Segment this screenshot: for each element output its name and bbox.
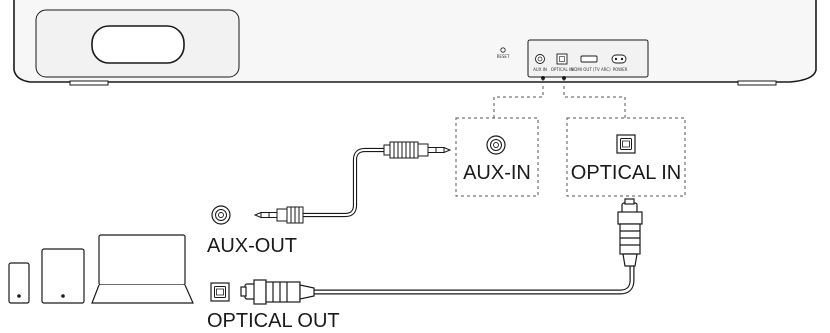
aux-out-label: AUX-OUT: [207, 235, 297, 257]
aux-cable-wire: [303, 147, 385, 218]
optical-leader-line: [563, 80, 626, 118]
optical-plug-source: [240, 279, 315, 305]
hdmi-port-icon: [580, 55, 598, 63]
soundbar-foot: [69, 80, 109, 86]
optical-in-callout-box: [566, 117, 686, 197]
optical-out-label: OPTICAL OUT: [207, 310, 340, 332]
aux-in-label: AUX-IN: [463, 162, 531, 184]
optical-in-label: OPTICAL IN: [571, 162, 681, 184]
optical-cable: [314, 265, 635, 295]
power-port-icon: [614, 57, 618, 61]
reset-label: RESET: [497, 54, 510, 59]
optical-port-indicator: [562, 76, 566, 80]
optical-port-icon: [622, 140, 630, 148]
power-port-label: POWER: [613, 67, 628, 72]
optical-cable-wire: [314, 265, 634, 294]
aux-leader-line: [493, 80, 544, 118]
aux-in-callout: AUX-IN: [463, 135, 531, 184]
optical-port-icon: [559, 56, 565, 62]
leader-lines: [455, 80, 686, 197]
phone-icon: [8, 262, 30, 304]
aux-cable-wire: [303, 149, 385, 216]
soundbar-slot: [91, 25, 185, 64]
aux-port-icon: [218, 212, 224, 218]
laptop-icon: [91, 234, 194, 304]
optical-in-callout: OPTICAL IN: [571, 134, 681, 184]
hdmi-out-port-label: HDMI OUT (TV ARC): [571, 67, 611, 72]
soundbar: RESET AUX IN OPTICAL IN HDMI OUT (TV ARC…: [13, 0, 817, 86]
optical-out-port: OPTICAL OUT: [207, 282, 340, 332]
tablet-icon: [41, 248, 85, 304]
optical-cable-wire: [314, 265, 635, 295]
power-port-icon: [620, 57, 624, 61]
aux-port-icon: [493, 142, 499, 148]
aux-out-port: AUX-OUT: [207, 205, 297, 257]
aux-cable: [303, 147, 385, 218]
optical-port-icon: [216, 288, 224, 296]
reset-button[interactable]: [500, 47, 506, 53]
aux-port-icon: [537, 56, 543, 62]
soundbar-foot: [737, 80, 777, 86]
aux-port-indicator: [541, 76, 545, 80]
aux-in-port-label: AUX IN: [533, 67, 547, 72]
aux-plug-source: [253, 206, 304, 224]
aux-plug-soundbar: [383, 141, 452, 159]
optical-in-port-label: OPTICAL IN: [551, 67, 573, 72]
optical-plug-soundbar: [617, 198, 643, 267]
aux-in-callout-box: [455, 117, 539, 197]
power-port-icon: [611, 54, 627, 64]
